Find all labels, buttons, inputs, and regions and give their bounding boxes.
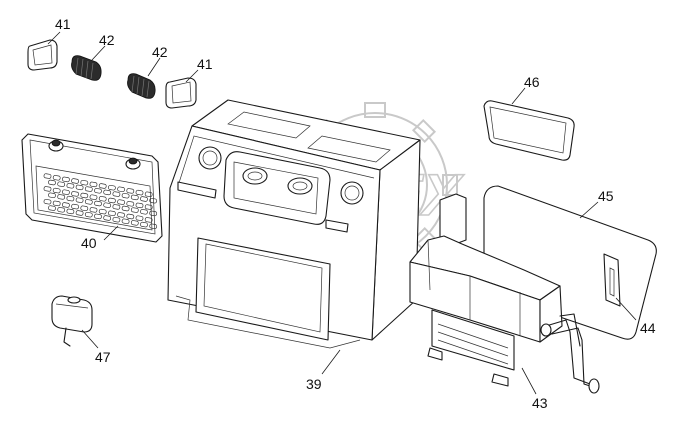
part-41-cap-left (27, 39, 58, 71)
part-39-dashboard-housing (167, 99, 421, 349)
vent-slot (149, 197, 158, 204)
vent-slot (84, 199, 93, 205)
vent-slot (135, 215, 144, 221)
part-42-knob-left (71, 55, 102, 81)
part-43-heater-unit (409, 193, 600, 394)
vent-slot (94, 213, 102, 220)
vent-slot (108, 197, 116, 204)
vent-slot (48, 205, 56, 211)
vent-slot (103, 189, 112, 196)
vent-slot (80, 179, 89, 186)
vent-slot (43, 173, 52, 179)
callout-42-right: 42 (152, 44, 168, 60)
vent-slot (140, 221, 148, 228)
vent-slot (71, 191, 79, 197)
vent-slot (108, 210, 116, 217)
callout-47: 47 (95, 349, 111, 365)
callout-40: 40 (81, 235, 97, 251)
panel-fasteners (48, 139, 141, 170)
vent-slot (121, 205, 130, 212)
vent-slot (112, 204, 121, 210)
vent-slot (89, 207, 98, 213)
callout-44: 44 (640, 320, 656, 336)
vent-slot (66, 183, 75, 189)
vent-slot (89, 194, 98, 200)
vent-slot (117, 212, 125, 218)
part-41-cap-right (165, 77, 197, 109)
vent-slot (144, 217, 153, 223)
callout-41-left: 41 (55, 16, 71, 32)
vent-holes (43, 173, 158, 230)
callout-39: 39 (306, 376, 322, 392)
vent-slot (108, 184, 116, 191)
vent-slot (48, 192, 56, 199)
leader-lines (47, 31, 637, 395)
vent-slot (112, 191, 121, 197)
vent-slot (98, 196, 107, 202)
vent-slot (126, 201, 135, 207)
vent-slot (149, 223, 158, 230)
part-40-vent-panel (21, 133, 163, 243)
vent-slot (71, 203, 79, 210)
vent-slot (94, 200, 102, 207)
vent-slot (144, 191, 153, 198)
vent-slot (80, 205, 89, 212)
part-44-bracket (603, 253, 621, 307)
vent-slot (52, 200, 61, 207)
vent-slot (140, 209, 148, 215)
vent-slot (149, 210, 158, 217)
part-46-window-seal (483, 100, 575, 161)
vent-slot (140, 196, 148, 202)
vent-slot (52, 187, 61, 194)
vent-slot (62, 176, 70, 183)
vent-slot (57, 194, 66, 200)
vent-slot (75, 197, 84, 203)
vent-slot (98, 208, 107, 215)
part-47-reservoir (51, 295, 93, 347)
vent-slot (135, 189, 144, 196)
vent-slot (43, 198, 52, 205)
vent-slot (62, 189, 70, 195)
vent-slot (121, 192, 130, 199)
vent-slot (75, 184, 84, 191)
vent-slot (75, 210, 84, 216)
vent-slot (135, 202, 144, 209)
vent-slot (66, 208, 75, 215)
vent-slot (66, 195, 75, 202)
vent-slot (89, 181, 98, 188)
vent-slot (144, 204, 153, 210)
vent-slot (130, 220, 139, 226)
vent-slot (94, 188, 102, 194)
vent-slot (98, 183, 107, 189)
part-42-knob-right (127, 73, 156, 99)
vent-slot (126, 213, 135, 220)
callout-46: 46 (524, 74, 540, 90)
vent-slot (121, 218, 130, 225)
vent-slot (48, 179, 56, 186)
vent-slot (57, 207, 66, 213)
callout-labels: 41 42 42 41 46 45 40 44 47 39 43 (55, 16, 656, 411)
callout-42-left: 42 (99, 32, 115, 48)
vent-slot (112, 216, 121, 223)
vent-slot (80, 192, 89, 199)
vent-slot (71, 178, 79, 184)
vent-slot (117, 199, 125, 205)
vent-slot (130, 207, 139, 213)
vent-slot (84, 211, 93, 218)
vent-slot (103, 215, 112, 221)
vent-slot (57, 181, 66, 187)
callout-43: 43 (532, 395, 548, 411)
vent-slot (103, 202, 112, 208)
vent-slot (130, 194, 139, 201)
vent-slot (126, 188, 135, 194)
vent-slot (117, 186, 125, 193)
callout-45: 45 (598, 188, 614, 204)
vent-slot (84, 186, 93, 192)
vent-slot (62, 202, 70, 208)
vent-slot (43, 186, 52, 192)
vent-slot (52, 175, 61, 181)
callout-41-right: 41 (197, 56, 213, 72)
